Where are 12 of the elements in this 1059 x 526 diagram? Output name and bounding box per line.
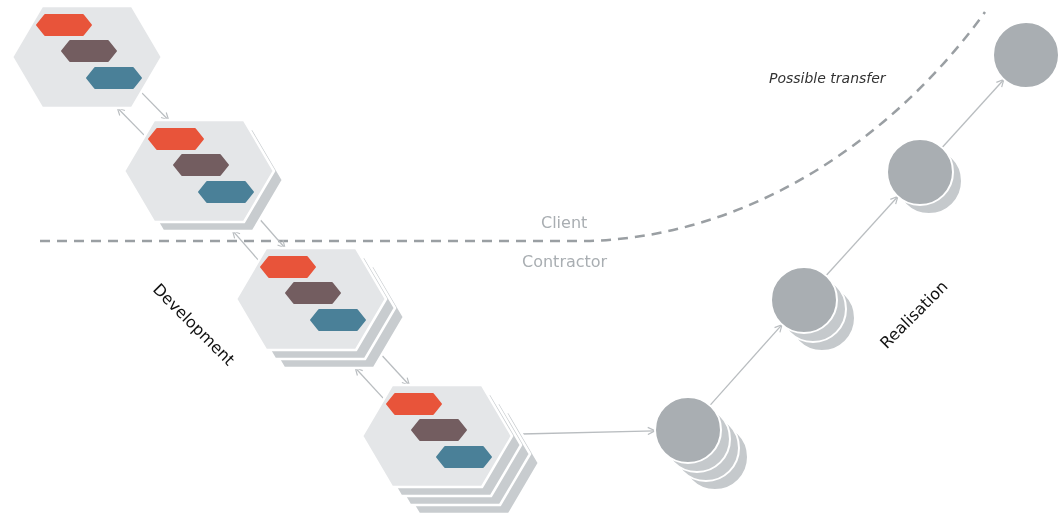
stacked-circle: [885, 137, 964, 216]
arrow: [140, 91, 170, 121]
annotation-text: Possible transfer: [769, 70, 886, 86]
arrow: [825, 195, 899, 277]
arrow: [258, 218, 286, 249]
arrow: [941, 78, 1005, 149]
zone-label: Client: [541, 213, 588, 232]
arrow: [380, 354, 411, 386]
arrow: [709, 323, 783, 407]
zone-label: Contractor: [522, 252, 608, 271]
stacked-circle: [653, 395, 750, 492]
stacked-circle: [769, 265, 857, 353]
